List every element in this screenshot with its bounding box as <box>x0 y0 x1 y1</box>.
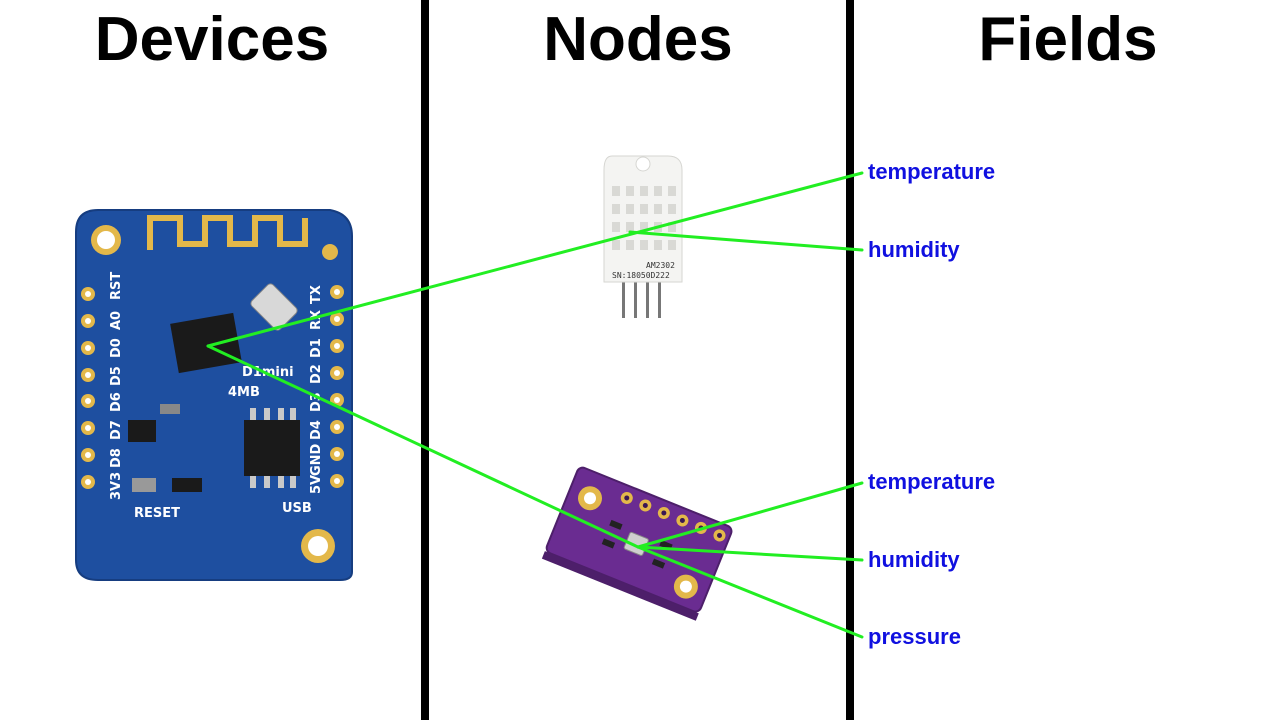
pin-left-5: D7 <box>109 420 124 440</box>
pin-right-7: 5V <box>309 475 324 494</box>
field-bme280-pressure: pressure <box>868 624 961 649</box>
nodes-heading: Nodes <box>543 5 733 74</box>
usb-label: USB <box>282 501 312 516</box>
pin-right-6: GND <box>309 443 324 476</box>
pin-right-2: D1 <box>309 338 324 358</box>
fields-heading: Fields <box>978 5 1158 74</box>
link-board-to-am2302 <box>206 171 864 348</box>
link-bme280-humidity <box>636 545 864 562</box>
field-am2302-temperature: temperature <box>868 159 996 184</box>
reset-button-label: RESET <box>134 506 180 521</box>
pin-left-1: A0 <box>109 311 124 330</box>
am2302-sensor: AM2302 SN:18050D222 <box>603 155 683 318</box>
pin-left-4: D6 <box>109 392 124 412</box>
connector-lines <box>206 171 864 639</box>
field-am2302-humidity: humidity <box>868 237 960 262</box>
link-am2302-humidity <box>628 230 864 252</box>
pin-left-7: 3V3 <box>109 472 124 500</box>
pin-right-3: D2 <box>309 364 324 384</box>
link-bme280-pressure <box>636 545 864 639</box>
divider-right <box>846 0 854 720</box>
bme280-breakout <box>541 466 733 621</box>
pin-right-5: D4 <box>309 420 324 440</box>
am2302-serial-print: SN:18050D222 <box>612 271 670 280</box>
pin-left-2: D0 <box>109 338 124 358</box>
pin-left-0: RST <box>109 272 124 300</box>
link-bme280-temperature <box>636 481 864 549</box>
field-bme280-humidity: humidity <box>868 547 960 572</box>
d1-mini-board: RST A0 D0 D5 D6 D7 D8 3V3 TX RX D1 D2 D3… <box>75 209 353 581</box>
field-bme280-temperature: temperature <box>868 469 996 494</box>
pin-left-3: D5 <box>109 366 124 386</box>
pin-right-0: TX <box>309 285 324 304</box>
devices-heading: Devices <box>94 5 330 74</box>
am2302-model-print: AM2302 <box>646 261 675 270</box>
link-board-to-bme280 <box>206 344 640 549</box>
pin-left-6: D8 <box>109 448 124 468</box>
flash-size-label: 4MB <box>228 385 260 400</box>
divider-left <box>421 0 429 720</box>
